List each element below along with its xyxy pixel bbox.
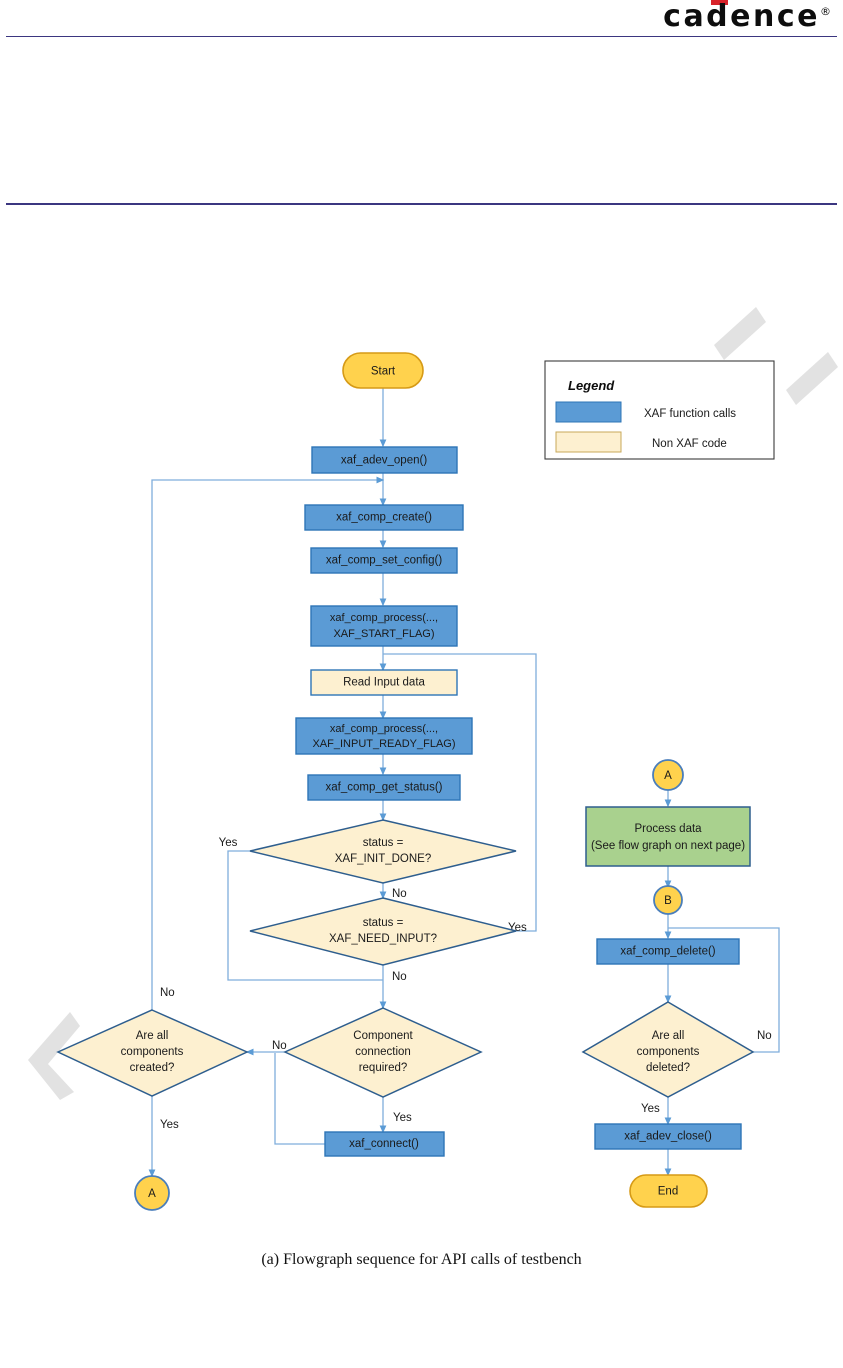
node-xaf-connect[interactable]: xaf_connect() xyxy=(324,1131,445,1157)
node-decision-connection-required-label-line2: connection xyxy=(355,1046,411,1058)
legend-swatch-xaf xyxy=(555,401,622,423)
edge-label-conn-req-yes: Yes xyxy=(393,1112,412,1124)
node-xaf-adev-open-label: xaf_adev_open() xyxy=(341,455,427,467)
node-end[interactable]: End xyxy=(629,1174,708,1208)
node-decision-init-done-label-line2: XAF_INIT_DONE? xyxy=(335,853,432,865)
cadence-wordmark: cadence xyxy=(663,0,820,34)
node-process-data[interactable]: Process data (See flow graph on next pag… xyxy=(585,806,751,867)
node-decision-all-components-deleted-label-line1: Are all xyxy=(652,1030,685,1042)
node-start-label: Start xyxy=(371,366,396,378)
flow-edges xyxy=(148,388,780,1178)
legend-swatch-nonxaf xyxy=(555,431,622,453)
edge-label-all-created-no: No xyxy=(160,987,175,999)
node-decision-all-components-deleted-label-line3: deleted? xyxy=(646,1062,690,1074)
node-decision-init-done-label-line1: status = xyxy=(363,837,404,849)
node-xaf-comp-get-status-label: xaf_comp_get_status() xyxy=(326,782,443,794)
node-start[interactable]: Start xyxy=(342,352,424,389)
node-decision-connection-required-label-line3: required? xyxy=(359,1062,408,1074)
connector-a-in-label: A xyxy=(664,770,672,782)
edge-all-deleted-no-loop xyxy=(668,927,780,1053)
registered-trademark-icon: ® xyxy=(820,5,831,18)
node-xaf-comp-delete[interactable]: xaf_comp_delete() xyxy=(596,938,740,965)
node-xaf-comp-process-input-ready-label-line2: XAF_INPUT_READY_FLAG) xyxy=(312,738,455,750)
legend-label-xaf: XAF function calls xyxy=(644,408,736,420)
node-process-data-label-line1: Process data xyxy=(634,823,702,835)
node-decision-need-input-label-line1: status = xyxy=(363,917,404,929)
node-xaf-comp-create-label: xaf_comp_create() xyxy=(336,512,432,524)
edge-init-done-yes-loop xyxy=(227,850,383,981)
header-rule-top xyxy=(6,36,837,37)
figure-caption: (a) Flowgraph sequence for API calls of … xyxy=(261,1251,582,1268)
edge-label-init-done-no: No xyxy=(392,888,407,900)
node-decision-need-input-label-line2: XAF_NEED_INPUT? xyxy=(329,933,437,945)
connector-a-out-label: A xyxy=(148,1188,156,1200)
edge-label-all-deleted-yes: Yes xyxy=(641,1103,660,1115)
node-process-data-label-line2: (See flow graph on next page) xyxy=(591,840,745,852)
node-decision-all-components-created-label-line3: created? xyxy=(130,1062,175,1074)
node-decision-all-components-deleted-label-line2: components xyxy=(637,1046,700,1058)
node-end-label: End xyxy=(658,1186,678,1198)
flowgraph: Yes No Yes No No Yes No Yes No Yes Start… xyxy=(28,307,838,1211)
legend: Legend XAF function calls Non XAF code xyxy=(544,360,775,460)
flow-edge-labels: Yes No Yes No No Yes No Yes No Yes xyxy=(160,837,772,1131)
connector-a-out[interactable]: A xyxy=(134,1175,170,1211)
connector-b-label: B xyxy=(664,895,672,907)
node-xaf-comp-delete-label: xaf_comp_delete() xyxy=(620,946,715,958)
edge-label-conn-req-no: No xyxy=(272,1040,287,1052)
edge-need-input-yes-loop xyxy=(383,653,537,932)
legend-title: Legend xyxy=(568,378,615,393)
node-decision-all-components-deleted[interactable]: Are all components deleted? xyxy=(581,1001,755,1098)
node-xaf-comp-process-start[interactable]: xaf_comp_process(..., XAF_START_FLAG) xyxy=(310,605,458,647)
node-xaf-comp-process-input-ready[interactable]: xaf_comp_process(..., XAF_INPUT_READY_FL… xyxy=(295,717,473,755)
node-xaf-connect-label: xaf_connect() xyxy=(349,1138,419,1150)
node-xaf-comp-process-start-label-line2: XAF_START_FLAG) xyxy=(333,628,434,640)
node-xaf-adev-close[interactable]: xaf_adev_close() xyxy=(594,1123,742,1150)
edge-label-all-deleted-no: No xyxy=(757,1030,772,1042)
node-xaf-adev-open[interactable]: xaf_adev_open() xyxy=(311,446,458,474)
node-decision-connection-required[interactable]: Component connection required? xyxy=(283,1007,483,1098)
edge-all-created-no-loop xyxy=(151,476,385,1010)
node-xaf-comp-get-status[interactable]: xaf_comp_get_status() xyxy=(307,774,461,801)
connector-a-in[interactable]: A xyxy=(652,759,684,791)
cadence-logo: cadence® xyxy=(663,2,831,32)
node-decision-all-components-created-label-line1: Are all xyxy=(136,1030,169,1042)
node-decision-all-components-created-label-line2: components xyxy=(121,1046,184,1058)
node-read-input-data[interactable]: Read Input data xyxy=(310,669,458,696)
connector-b[interactable]: B xyxy=(653,885,683,915)
node-decision-all-components-created[interactable]: Are all components created? xyxy=(56,1009,249,1097)
node-xaf-comp-create[interactable]: xaf_comp_create() xyxy=(304,504,464,531)
node-xaf-adev-close-label: xaf_adev_close() xyxy=(624,1131,712,1143)
node-decision-connection-required-label-line1: Component xyxy=(353,1030,413,1042)
edge-label-init-done-yes: Yes xyxy=(219,837,238,849)
node-xaf-comp-process-input-ready-label-line1: xaf_comp_process(..., xyxy=(330,723,438,735)
node-xaf-comp-set-config-label: xaf_comp_set_config() xyxy=(326,555,443,567)
edge-connect-loop-back xyxy=(274,1053,325,1145)
cadence-logo-accent xyxy=(711,0,728,5)
node-decision-need-input[interactable]: status = XAF_NEED_INPUT? xyxy=(249,897,517,966)
node-xaf-comp-set-config[interactable]: xaf_comp_set_config() xyxy=(310,547,458,574)
node-xaf-comp-process-start-label-line1: xaf_comp_process(..., xyxy=(330,612,438,624)
edge-label-all-created-yes: Yes xyxy=(160,1119,179,1131)
header-rule-bottom xyxy=(6,203,837,205)
legend-label-nonxaf: Non XAF code xyxy=(652,438,727,450)
edge-label-need-input-no: No xyxy=(392,971,407,983)
node-read-input-data-label: Read Input data xyxy=(343,677,425,689)
node-decision-init-done[interactable]: status = XAF_INIT_DONE? xyxy=(249,819,517,884)
